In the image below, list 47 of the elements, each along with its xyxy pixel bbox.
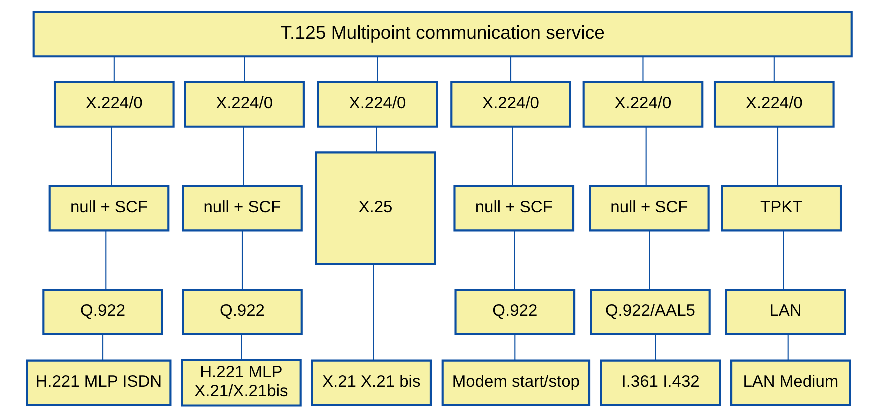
- node-box: null + SCF: [182, 185, 303, 232]
- connector: [783, 231, 784, 290]
- node-box: X.224/0: [54, 81, 175, 128]
- connector: [642, 56, 644, 82]
- node-box: X.224/0: [582, 81, 704, 128]
- node-box: X.25: [315, 152, 436, 266]
- connector: [106, 231, 107, 290]
- connector: [376, 127, 378, 152]
- node-box: Modem start/stop: [442, 360, 591, 406]
- node-box: Q.922: [454, 289, 576, 336]
- node-box: X.224/0: [450, 81, 572, 128]
- node-box: T.125 Multipoint communication service: [32, 11, 853, 58]
- node-box: X.224/0: [714, 81, 835, 128]
- node-box: null + SCF: [589, 185, 710, 232]
- node-box: H.221 MLP X.21/X.21bis: [181, 359, 302, 407]
- connector: [114, 56, 115, 82]
- connector: [510, 56, 512, 82]
- node-box: null + SCF: [454, 185, 575, 232]
- connector: [102, 334, 104, 361]
- node-box: H.221 MLP ISDN: [26, 360, 172, 406]
- connector: [646, 127, 647, 186]
- connector: [655, 334, 656, 361]
- connector: [514, 334, 516, 361]
- connector: [514, 231, 516, 290]
- connector: [241, 334, 242, 360]
- connector: [512, 127, 514, 186]
- node-box: Q.922: [182, 289, 303, 336]
- node-box: Q.922: [42, 289, 164, 336]
- connector: [111, 127, 112, 186]
- node-box: X.21 X.21 bis: [311, 360, 432, 406]
- connector: [788, 334, 789, 361]
- node-box: LAN: [725, 289, 846, 336]
- node-box: X.224/0: [184, 81, 305, 128]
- connector: [243, 127, 244, 186]
- connector: [244, 56, 246, 82]
- connector: [774, 56, 775, 82]
- connector: [649, 231, 650, 290]
- connector: [242, 231, 243, 290]
- node-box: null + SCF: [48, 185, 170, 232]
- node-box: Q.922/AAL5: [590, 289, 711, 336]
- connector: [778, 127, 779, 186]
- node-box: LAN Medium: [730, 360, 852, 406]
- node-box: X.224/0: [317, 81, 438, 128]
- connector: [377, 56, 378, 82]
- node-box: I.361 I.432: [600, 360, 722, 406]
- connector: [373, 264, 374, 361]
- node-box: TPKT: [721, 185, 842, 232]
